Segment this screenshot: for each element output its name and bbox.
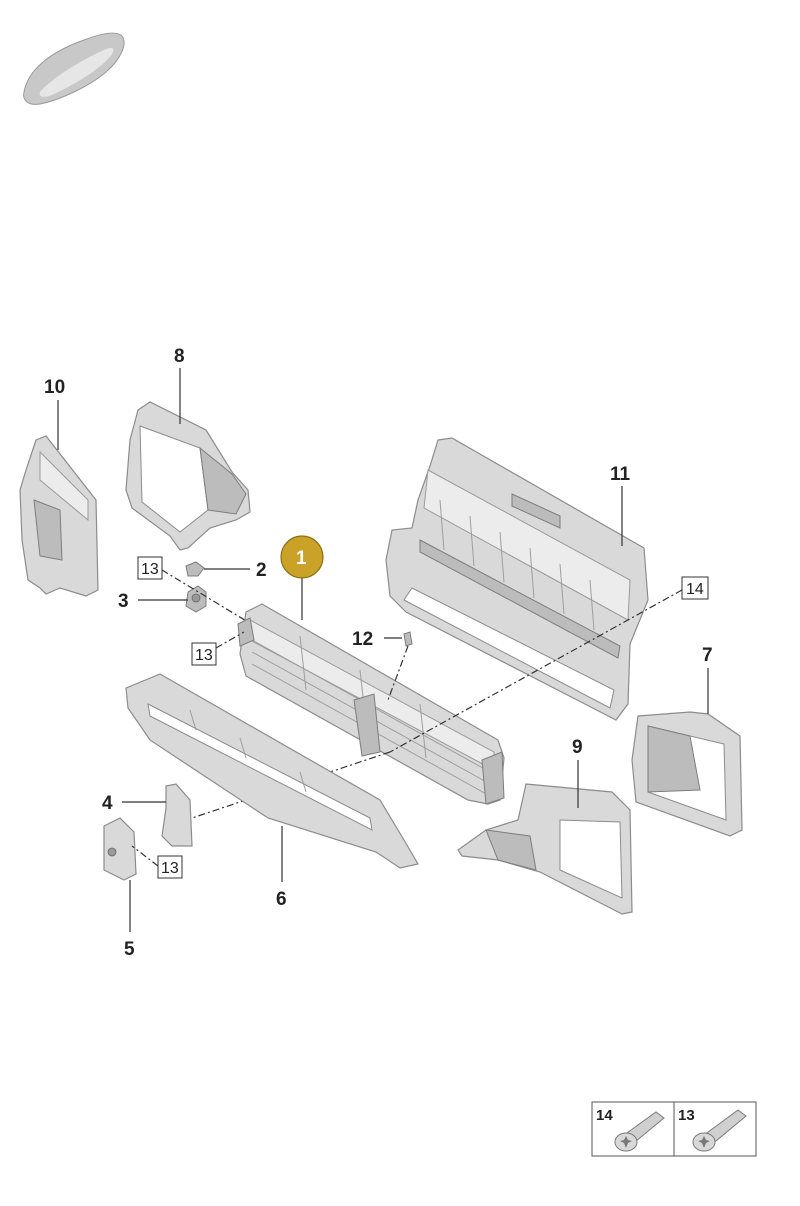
part-7-right-air-duct <box>631 711 743 837</box>
ref-box-13-middle: 13 <box>191 642 217 666</box>
callout-12: 12 <box>352 629 373 650</box>
callout-7: 7 <box>702 645 713 666</box>
part-9-lower-right-air-duct <box>457 783 633 915</box>
ref-box-13-upper: 13 <box>137 556 163 580</box>
callout-10: 10 <box>44 377 65 398</box>
svg-text:1: 1 <box>296 548 307 569</box>
part-10-left-air-duct <box>19 435 99 597</box>
callout-8: 8 <box>174 346 185 367</box>
part-4-bracket <box>161 783 193 847</box>
ref-box-13-lower: 13 <box>157 855 183 879</box>
torx-flange-screw-icon <box>692 1109 747 1152</box>
callout-6: 6 <box>276 889 287 910</box>
callout-4: 4 <box>102 793 113 814</box>
torx-flange-screw-icon <box>614 1111 665 1152</box>
legend-label-13: 13 <box>678 1107 695 1124</box>
callout-11: 11 <box>610 464 631 485</box>
callout-5: 5 <box>124 939 135 960</box>
callout-1-highlighted[interactable]: 1 <box>280 535 324 579</box>
svg-text:13: 13 <box>141 561 159 578</box>
part-3-actuator <box>185 585 207 613</box>
fastener-legend: 14 13 <box>591 1101 757 1157</box>
callout-9: 9 <box>572 737 583 758</box>
svg-text:13: 13 <box>195 647 213 664</box>
legend-label-14: 14 <box>596 1107 613 1124</box>
car-silhouette-icon[interactable] <box>23 32 125 105</box>
part-2-clip <box>185 561 205 577</box>
callout-3: 3 <box>118 591 129 612</box>
callout-2: 2 <box>256 560 267 581</box>
part-1-air-shutter <box>237 603 505 805</box>
ref-box-14: 14 <box>681 576 709 600</box>
part-6-lower-air-guide <box>125 673 419 869</box>
part-11-radiator-carrier <box>385 437 649 721</box>
part-8-upper-air-duct <box>125 401 251 551</box>
part-12-pin <box>403 631 413 647</box>
part-5-cover <box>103 817 137 881</box>
svg-text:13: 13 <box>161 860 179 877</box>
svg-text:14: 14 <box>686 581 704 598</box>
